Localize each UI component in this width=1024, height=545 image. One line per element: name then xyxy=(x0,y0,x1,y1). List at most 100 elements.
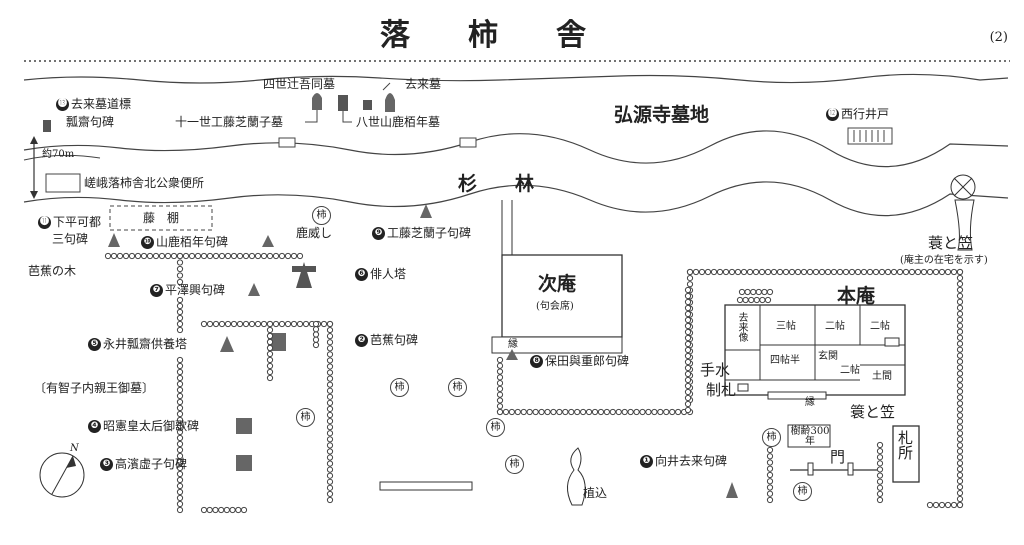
fence-dot xyxy=(104,252,112,260)
grave-juichisei-label: 十一世工藤芝蘭子墓 xyxy=(175,115,284,129)
fence-dot xyxy=(842,268,850,276)
fence-dot xyxy=(200,320,208,328)
fence-dot xyxy=(746,268,754,276)
fence-dot xyxy=(200,506,208,514)
fence-dot xyxy=(266,338,274,346)
fence-dot xyxy=(794,268,802,276)
fence-dot xyxy=(326,436,334,443)
fence-dot xyxy=(854,268,862,276)
fence-dot xyxy=(956,489,964,497)
fence-dot xyxy=(686,274,694,282)
fence-dot xyxy=(615,408,622,416)
fence-dot xyxy=(176,434,184,442)
fence-dot xyxy=(742,296,749,304)
fence-dot xyxy=(229,506,236,514)
fence-dot xyxy=(692,268,700,276)
fence-dot xyxy=(278,320,286,328)
room-3jo: 三帖 xyxy=(776,321,796,332)
fence-dot xyxy=(284,320,292,328)
fence-dot xyxy=(326,351,334,358)
fence-dot xyxy=(645,408,652,416)
fence-dot xyxy=(176,356,184,364)
fence-dot xyxy=(748,296,755,304)
fence-dot xyxy=(956,394,964,401)
fence-dot xyxy=(176,488,184,496)
mino-kasa-label: 蓑と笠 xyxy=(928,234,974,252)
fence-dot xyxy=(326,393,334,400)
fence-dot xyxy=(296,252,304,260)
fence-dot xyxy=(956,406,964,413)
fence-dot xyxy=(326,399,334,406)
fence-dot xyxy=(176,296,184,304)
mino-kasa2-label: 簑と笠 xyxy=(850,403,896,421)
fence-dot xyxy=(326,466,334,473)
garden-top-edge xyxy=(23,181,1009,217)
fence-dot xyxy=(176,392,184,400)
fence-dot xyxy=(766,465,774,472)
fence-dot xyxy=(176,404,184,412)
fence-dot xyxy=(766,496,774,504)
fence-dot xyxy=(684,298,692,306)
room-genkan: 玄関 xyxy=(818,351,838,362)
fence-dot xyxy=(502,408,510,416)
fence-dot xyxy=(266,374,274,382)
fence-dot xyxy=(312,341,320,349)
room-4jo: 四帖半 xyxy=(770,355,800,366)
fence-dot xyxy=(176,470,184,478)
fence-dot xyxy=(663,408,670,416)
fence-dot xyxy=(326,484,334,491)
fence-dot xyxy=(766,490,774,497)
fence-dot xyxy=(866,268,874,276)
fence-dot xyxy=(684,376,692,384)
fence-dot xyxy=(956,364,964,371)
fence-dot xyxy=(788,268,796,276)
fence-dot xyxy=(236,320,244,328)
fence-dot xyxy=(326,448,334,455)
wisteria-trellis xyxy=(109,205,213,231)
fence-dot xyxy=(956,358,964,365)
fence-dot xyxy=(200,252,208,260)
en-left-label: 縁 xyxy=(508,339,518,350)
fence-dot xyxy=(764,296,772,304)
fence-dot xyxy=(574,408,581,416)
site-11-line2: 三句碑 xyxy=(52,232,89,246)
fence-dot xyxy=(876,496,884,504)
fence-dot xyxy=(684,292,692,300)
fence-dot xyxy=(761,288,768,296)
fence-dot xyxy=(956,352,964,359)
fence-dot xyxy=(312,326,320,333)
fence-dot xyxy=(326,472,334,479)
fence-dot xyxy=(164,252,172,260)
fence-dot xyxy=(926,268,934,276)
fence-dot xyxy=(176,476,184,484)
fence-dot xyxy=(698,268,706,276)
monument-shoken xyxy=(236,418,252,434)
fence-dot xyxy=(235,506,242,514)
grave-shisei xyxy=(312,93,322,110)
fence-dot xyxy=(956,328,964,335)
fence-dot xyxy=(266,362,274,370)
fence-dot xyxy=(753,296,760,304)
fence-dot xyxy=(591,408,599,416)
fence-dot xyxy=(686,281,694,288)
mino-kasa-note: (庵主の在宅を示す) xyxy=(900,255,988,266)
saigyo-well xyxy=(847,127,893,145)
fence-dot xyxy=(744,288,751,296)
fence-dot xyxy=(556,408,563,416)
fence-dot xyxy=(876,448,884,455)
fence-dot xyxy=(684,328,692,336)
fence-dot xyxy=(956,478,964,485)
fence-dot xyxy=(176,500,184,508)
fence-dot xyxy=(766,478,774,485)
fence-dot xyxy=(896,268,904,276)
fence-dot xyxy=(848,268,856,276)
fence-dot xyxy=(326,320,334,328)
persimmon-tree: 柿 xyxy=(505,455,524,474)
fence-dot xyxy=(766,484,774,491)
fence-dot xyxy=(684,346,692,354)
fence-dot xyxy=(206,252,214,260)
